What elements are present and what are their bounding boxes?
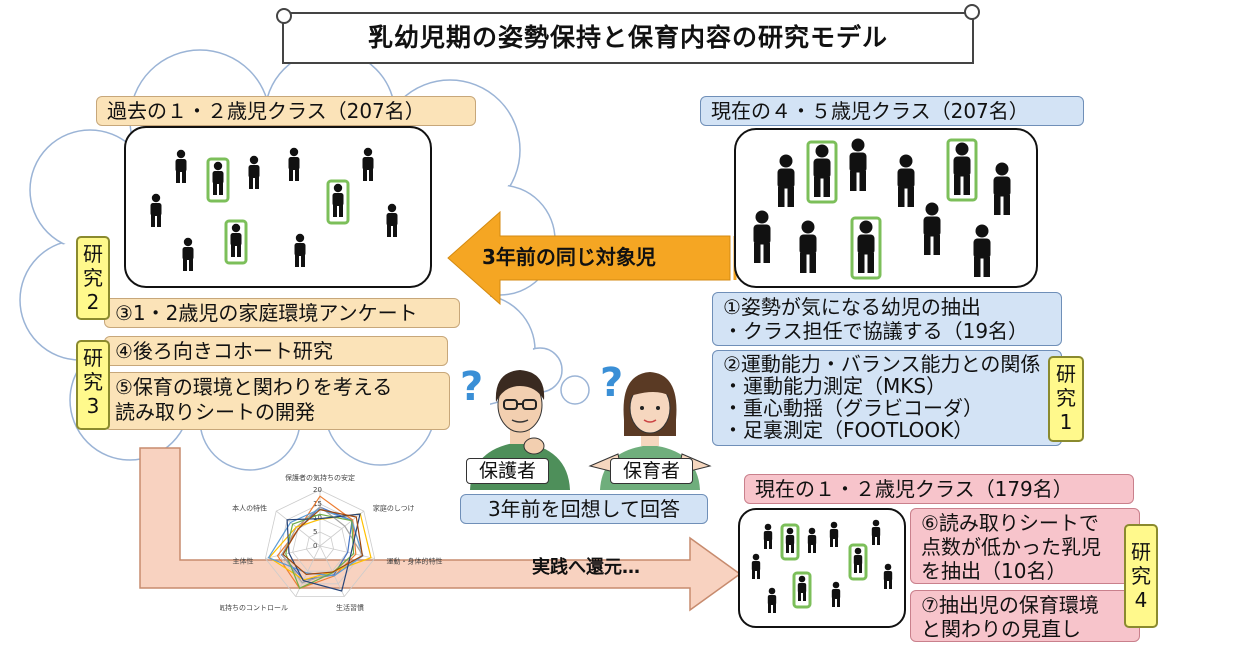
radar-axis-label-6: 本人の特性 [232,504,267,513]
current45-highlight-8 [850,216,882,280]
radar-axis-label-1: 家庭のしつけ [373,504,415,513]
item-3-home-survey: ③1・2歳児の家庭環境アンケート [104,298,460,328]
current12-child-6 [751,553,761,579]
past-child-0 [175,149,187,183]
recall-label: 3年前を回想して回答 [460,494,708,524]
current12-highlight-5 [848,543,868,581]
current12-child-10 [831,581,841,607]
radar-axis-label-0: 保護者の気持ちの安定 [285,473,355,482]
radar-tick-2: 10 [313,514,322,522]
current45-child-8 [857,220,875,273]
current45-child-9 [923,202,941,255]
current45-child-3 [897,154,915,207]
current-12-class-label: 現在の１・２歳児クラス（179名） [744,474,1134,504]
practice-label: 実践へ還元… [532,557,640,578]
item-7-review: ⑦抽出児の保育環境 と関わりの見直し [910,590,1140,642]
current12-child-3 [829,521,839,547]
radar-series-7 [282,508,364,576]
current-12-class-panel [738,508,906,628]
current-45-class-label: 現在の４・５歳児クラス（207名） [700,96,1084,126]
past-highlight-6 [326,179,350,225]
radar-series-6 [286,513,361,592]
past-child-1 [212,161,224,195]
past-class-children [150,147,398,271]
past-highlight-8 [224,219,248,265]
current45-highlight-4 [946,138,978,202]
radar-tick-0: 20 [313,486,322,494]
past-child-5 [150,193,162,227]
radar-axis-label-4: 気持ちのコントロール [220,603,288,612]
past-highlight-1 [206,157,230,203]
past-child-3 [288,147,300,181]
past-child-2 [248,155,260,189]
current12-child-4 [871,519,881,545]
radar-axis-label-5: 主体性 [233,556,254,565]
guardian-label: 保護者 [466,458,550,484]
radar-series-5 [285,513,355,590]
past-child-4 [362,147,374,181]
page-title: 乳幼児期の姿勢保持と保育内容の研究モデル [282,12,974,64]
current45-highlight-1 [806,140,838,204]
current12-child-7 [883,563,893,589]
radar-spoke-5 [265,545,321,559]
current45-child-2 [849,138,867,191]
radar-series-4 [267,508,364,577]
current12-child-9 [767,587,777,613]
current45-child-7 [799,220,817,273]
past-child-10 [294,233,306,267]
current12-highlight-1 [780,523,800,561]
item-6-low-score: ⑥読み取りシートで 点数が低かった乳児 を抽出（10名） [910,508,1140,584]
past-child-7 [386,203,398,237]
current12-child-0 [763,523,773,549]
question-mark-right: ? [600,360,623,406]
past-child-9 [182,237,194,271]
current12-highlight-8 [792,571,812,609]
current-12-children [751,519,893,613]
current12-child-2 [807,527,817,553]
current12-child-5 [853,547,863,573]
radar-tick-1: 15 [313,500,322,508]
radar-tick-3: 5 [313,528,317,536]
current12-child-1 [785,527,795,553]
caregiver-label: 保育者 [610,458,694,484]
current-45-children [753,138,1011,280]
radar-series-3 [268,513,372,581]
scroll-end-right [964,4,980,20]
current45-child-6 [753,210,771,263]
past-child-6 [332,183,344,217]
radar-series-2 [281,506,364,584]
current45-child-10 [973,224,991,277]
current45-child-1 [813,144,831,197]
radar-grid-ring-1 [305,531,335,559]
item-5-reading-sheet: ⑤保育の環境と関わりを考える 読み取りシートの開発 [104,372,450,430]
radar-grid-ring-4 [264,489,376,597]
current45-child-0 [777,154,795,207]
past-child-8 [230,223,242,257]
current45-child-5 [993,162,1011,215]
back-arrow [447,210,731,306]
item-1-extraction: ①姿勢が気になる幼児の抽出 ・クラス担任で協議する（19名） [712,292,1062,346]
past-class-panel [124,126,432,288]
radar-grid-ring-3 [278,503,362,585]
question-mark-left: ? [460,364,483,410]
current-45-class-panel [734,128,1038,288]
scroll-end-left [276,8,292,24]
radar-grid-ring-2 [292,517,348,572]
item-4-cohort: ④後ろ向きコホート研究 [104,336,448,366]
item-2-motor-balance: ②運動能力・バランス能力との関係 ・運動能力測定（MKS） ・重心動揺（グラビコ… [712,350,1062,446]
radar-axis-label-2: 運動・身体的特性 [386,556,442,565]
current12-child-8 [797,575,807,601]
radar-axis-label-3: 生活習慣 [336,603,364,612]
radar-spoke-3 [319,545,345,597]
past-class-label: 過去の１・２歳児クラス（207名） [96,96,476,126]
current45-child-4 [953,142,971,195]
radar-tick-4: 0 [313,542,317,550]
arrow-label: 3年前の同じ対象児 [482,245,656,269]
